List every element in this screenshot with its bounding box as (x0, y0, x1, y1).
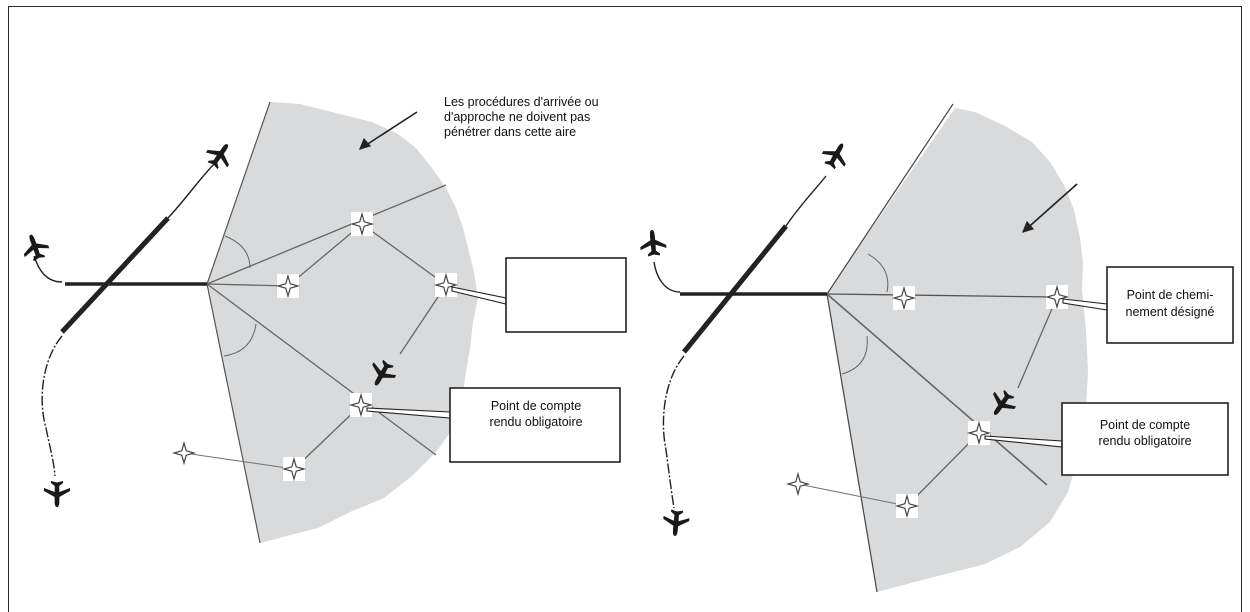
restricted-area-right (827, 108, 1088, 592)
designated-waypoint-callout-box (1106, 266, 1234, 344)
right-diagram: Point de chemi- nement désigné Point de … (638, 103, 1234, 593)
waypoint-icon (173, 442, 195, 464)
restriction-note-line: Les procédures d'arrivée ou (444, 95, 599, 109)
waypoint-icon (1045, 284, 1069, 310)
waypoint-icon (349, 392, 373, 418)
mandatory-reporting-label: Point de compte (491, 399, 581, 413)
aircraft-icon (818, 137, 854, 173)
restriction-note-line: d'approche ne doivent pas (444, 110, 590, 124)
reporting-point-callout-box (505, 257, 627, 333)
mandatory-reporting-callout-box (449, 387, 621, 463)
aircraft-icon (44, 481, 70, 507)
mandatory-reporting-label: rendu obligatoire (489, 415, 582, 429)
waypoint-icon (892, 285, 916, 311)
waypoint-icon (282, 456, 306, 482)
waypoint-icon (895, 493, 919, 519)
mandatory-reporting-label: Point de compte (1100, 418, 1190, 432)
figure-frame (8, 6, 1242, 612)
designated-waypoint-label: nement désigné (1126, 305, 1215, 319)
aircraft-icon (638, 228, 668, 258)
aircraft-icon (661, 508, 691, 538)
waypoint-icon (350, 211, 374, 237)
mandatory-reporting-callout-box (1061, 402, 1229, 476)
aircraft-icon (18, 230, 52, 264)
restriction-note-line: pénétrer dans cette aire (444, 125, 576, 139)
mandatory-reporting-label: rendu obligatoire (1098, 434, 1191, 448)
waypoint-icon (967, 420, 991, 446)
waypoint-icon (276, 273, 300, 299)
restricted-area-left (207, 102, 478, 543)
waypoint-icon (787, 473, 809, 495)
designated-waypoint-label: Point de chemi- (1127, 288, 1214, 302)
aircraft-icon (201, 136, 239, 174)
left-diagram: Point de compte rendu obligatoire Les pr… (18, 95, 627, 544)
waypoint-icon (434, 272, 458, 298)
